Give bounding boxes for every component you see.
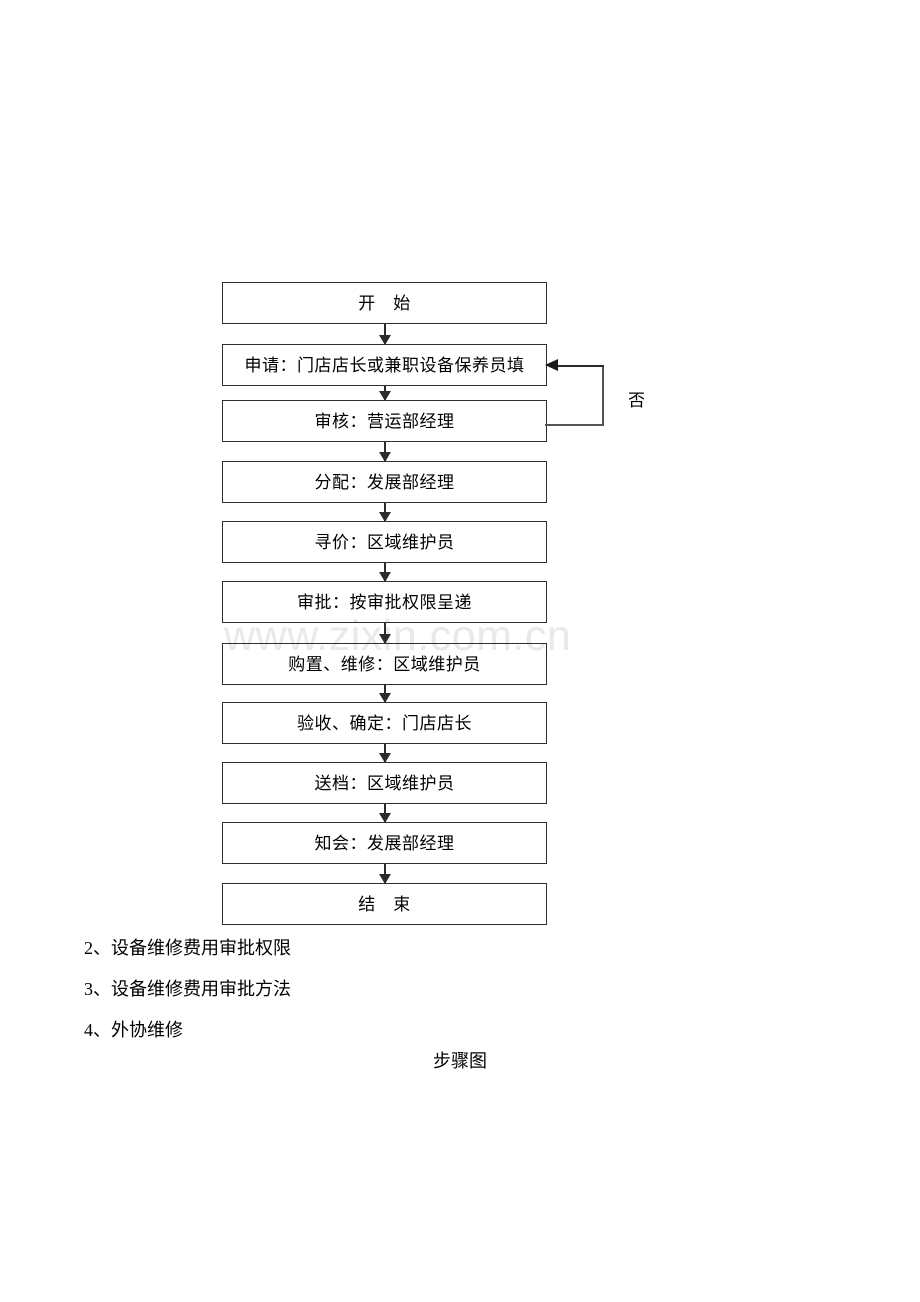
body-text-line-2: 3、设备维修费用审批方法 xyxy=(84,979,291,999)
flowchart-node-start: 开 始 xyxy=(222,282,547,324)
flowchart-node-approve: 审批：按审批权限呈递 xyxy=(222,581,547,623)
flowchart-node-quote: 寻价：区域维护员 xyxy=(222,521,547,563)
flowchart-node-label: 结 束 xyxy=(358,894,411,914)
flowchart-node-label: 购置、维修：区域维护员 xyxy=(288,654,481,674)
flowchart-node-accept: 验收、确定：门店店长 xyxy=(222,702,547,744)
flowchart: 开 始申请：门店店长或兼职设备保养员填审核：营运部经理分配：发展部经理寻价：区域… xyxy=(222,282,645,925)
feedback-loop-label: 否 xyxy=(628,391,645,410)
flowchart-node-archive: 送档：区域维护员 xyxy=(222,762,547,804)
flowchart-node-label: 送档：区域维护员 xyxy=(314,773,455,793)
flow-arrow-quote-to-approve xyxy=(379,563,391,582)
flowchart-node-apply: 申请：门店店长或兼职设备保养员填 xyxy=(222,344,547,386)
flow-arrow-apply-to-review xyxy=(379,386,391,401)
flowchart-node-label: 分配：发展部经理 xyxy=(314,472,455,492)
flowchart-node-purchase: 购置、维修：区域维护员 xyxy=(222,643,547,685)
flow-arrow-notify-to-end xyxy=(379,864,391,884)
flowchart-node-assign: 分配：发展部经理 xyxy=(222,461,547,503)
flowchart-node-label: 验收、确定：门店店长 xyxy=(297,713,472,733)
flowchart-node-label: 开 始 xyxy=(358,293,411,313)
flowchart-node-end: 结 束 xyxy=(222,883,547,925)
flowchart-node-label: 审核：营运部经理 xyxy=(314,411,455,431)
flow-arrow-start-to-apply xyxy=(379,324,391,345)
flow-arrow-review-to-assign xyxy=(379,442,391,462)
flow-arrow-approve-to-purchase xyxy=(379,623,391,644)
flowchart-node-review: 审核：营运部经理 xyxy=(222,400,547,442)
body-text-list: 2、设备维修费用审批权限 3、设备维修费用审批方法 4、外协维修 xyxy=(84,928,784,1051)
flow-arrow-archive-to-notify xyxy=(379,804,391,823)
flowchart-node-label: 申请：门店店长或兼职设备保养员填 xyxy=(244,355,525,375)
flowchart-node-label: 审批：按审批权限呈递 xyxy=(297,592,472,612)
feedback-loop-arrowhead-icon xyxy=(545,359,558,371)
flow-arrow-assign-to-quote xyxy=(379,503,391,522)
watermark-text: www.zixin.com.cn xyxy=(224,612,572,660)
body-text-line-1: 2、设备维修费用审批权限 xyxy=(84,938,291,958)
figure-caption: 步骤图 xyxy=(433,1051,487,1071)
feedback-loop-top-segment xyxy=(556,365,604,367)
body-text-line-3: 4、外协维修 xyxy=(84,1020,183,1040)
flow-arrow-accept-to-archive xyxy=(379,744,391,763)
flowchart-node-notify: 知会：发展部经理 xyxy=(222,822,547,864)
feedback-loop-bottom-segment xyxy=(545,424,604,426)
feedback-loop-vertical-segment xyxy=(602,366,604,426)
flowchart-node-label: 寻价：区域维护员 xyxy=(314,532,455,552)
flowchart-node-label: 知会：发展部经理 xyxy=(314,833,455,853)
flow-arrow-purchase-to-accept xyxy=(379,685,391,703)
